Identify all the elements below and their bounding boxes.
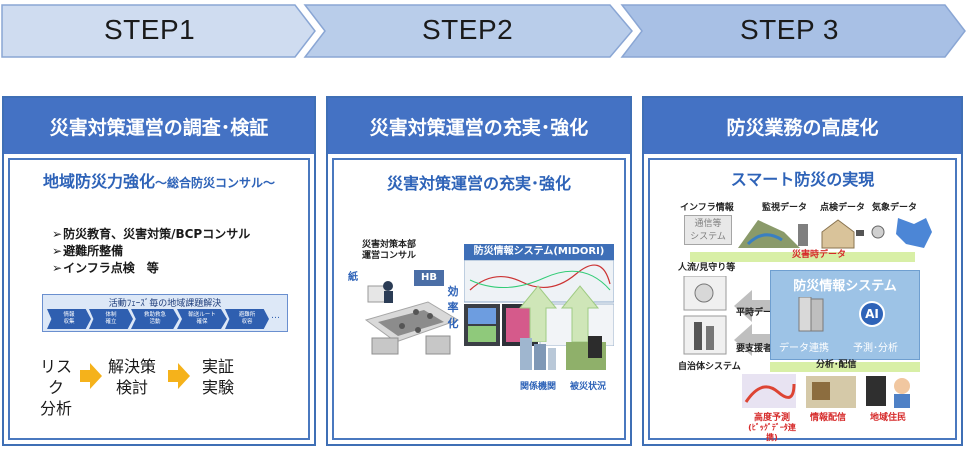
related-damage-illustration <box>520 336 606 370</box>
monitor-data-label: 監視データ <box>762 203 808 213</box>
step1-chevron <box>1 4 316 58</box>
panel-step2: 災害対策運営の充実･強化 災害対策運営の充実･強化 災害対策本部運営コンサル 紙… <box>326 96 632 446</box>
panel1-body: 地域防災力強化～総合防災コンサル～ 防災教育、災害対策/BCPコンサル 避難所整… <box>8 158 310 440</box>
hb-board: HB <box>414 270 444 286</box>
output-info-delivery: 情報配信 <box>810 413 847 423</box>
phase-chevron: 輸送ルート確保 <box>177 309 227 329</box>
midori-system-label: 防災情報システム(MIDORI) <box>464 244 614 260</box>
data-source-illustrations <box>738 218 932 249</box>
bullet-item: 防災教育、災害対策/BCPコンサル <box>52 226 250 243</box>
phase-chevron: 救助救急活動 <box>131 309 179 329</box>
damage-status-label: 被災状況 <box>570 382 607 392</box>
phase-chevron: 情報収集 <box>47 309 91 329</box>
inspection-data-label: 点検データ <box>820 203 866 213</box>
output-local-residents: 地域住民 <box>870 413 907 423</box>
server-icon <box>798 297 824 332</box>
paper-label: 紙 <box>348 272 358 283</box>
infra-info-label: インフラ情報 <box>680 203 734 213</box>
phase-more: … <box>271 311 280 321</box>
flow-arrow-icon <box>168 363 190 389</box>
panel1-title: 災害対策運営の調査･検証 <box>4 98 314 154</box>
bullet-item: 避難所整備 <box>52 243 250 260</box>
step1-label: STEP1 <box>104 14 196 45</box>
step2-chevron <box>303 4 633 58</box>
panel3-subtitle: スマート防災の実現 <box>730 170 875 189</box>
panel3-title: 防災業務の高度化 <box>644 98 961 154</box>
panel1-subtitle: 地域防災力強化～総合防災コンサル～ <box>10 168 308 192</box>
step-banner: STEP1 STEP2 STEP 3 <box>0 0 967 62</box>
activity-phase-bar: 活動ﾌｪｰｽﾞ毎の地域課題解決 情報収集 体制確立 救助救急活動 輸送ルート確保… <box>42 294 288 332</box>
step2-label: STEP2 <box>422 14 514 45</box>
disaster-data-band <box>690 252 915 262</box>
panel2-subtitle: 災害対策運営の充実･強化 <box>386 174 571 193</box>
step3-chevron <box>620 4 966 58</box>
flow-arrow-icon <box>80 363 102 389</box>
weather-data-label: 気象データ <box>872 203 918 213</box>
output-advanced-forecast: 高度予測(ﾋﾞｯｸﾞﾃﾞｰﾀ連携) <box>748 413 796 442</box>
ai-badge: AI <box>859 301 885 327</box>
analysis-delivery-label: 分析･配信 <box>816 360 857 370</box>
phase-chevron: 体制確立 <box>89 309 133 329</box>
disaster-info-system-title: 防災情報システム <box>793 279 897 294</box>
data-link-label: データ連携 <box>779 343 829 354</box>
efficiency-label: 効率化 <box>447 285 459 330</box>
hq-label: 災害対策本部運営コンサル <box>361 240 416 261</box>
panel2-title: 災害対策運営の充実･強化 <box>328 98 630 154</box>
sensor-illustrations <box>683 276 727 355</box>
panel1-subtitle-main: 地域防災力強化 <box>42 172 155 191</box>
flow-step-solution: 解決策検討 <box>107 357 156 397</box>
panel1-bullet-list: 防災教育、災害対策/BCPコンサル 避難所整備 インフラ点検 等 <box>52 226 250 277</box>
meeting-room-illustration <box>364 281 460 355</box>
step3-label: STEP 3 <box>740 14 839 45</box>
step-chevrons <box>1 4 966 58</box>
panel-step1: 災害対策運営の調査･検証 地域防災力強化～総合防災コンサル～ 防災教育、災害対策… <box>2 96 316 446</box>
output-illustrations <box>742 374 910 408</box>
phase-bar-title: 活動ﾌｪｰｽﾞ毎の地域課題解決 <box>108 299 222 309</box>
disaster-data-label: 災害時データ <box>792 250 847 260</box>
support-needed-label: 要支援者等 <box>736 344 782 354</box>
comm-system-box: 通信等システム <box>684 215 732 245</box>
people-flow-label: 人流/見守り等 <box>678 263 736 273</box>
bullet-item: インフラ点検 等 <box>52 260 250 277</box>
analysis-band <box>770 362 920 372</box>
disaster-info-system-panel: 防災情報システム AI データ連携 予測･分析 <box>770 270 920 360</box>
flow-step-risk: リスク分析 <box>39 357 72 418</box>
flow-step-demo: 実証実験 <box>201 357 234 397</box>
related-agencies-label: 関係機関 <box>520 382 557 392</box>
phase-chevron: 避難所収容 <box>225 309 269 329</box>
panel1-subtitle-small: ～総合防災コンサル～ <box>155 176 276 190</box>
prediction-analysis-label: 予測･分析 <box>853 343 898 354</box>
normal-data-label: 平時データ <box>736 308 782 318</box>
panel2-body: 災害対策運営の充実･強化 災害対策本部運営コンサル 紙 HB 効率化 防災情報シ… <box>332 158 626 440</box>
municipal-system-label: 自治体システム <box>678 362 741 372</box>
